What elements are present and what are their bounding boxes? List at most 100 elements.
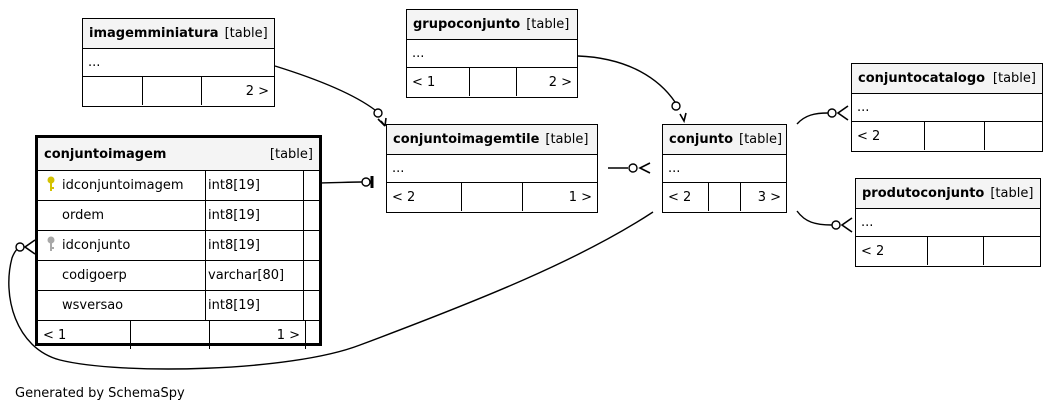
table-footer: < 2 1 > [387,183,597,211]
table-header: conjunto [table] [663,125,786,155]
table-header: conjuntoimagem [table] [38,138,319,171]
table-conjunto[interactable]: conjunto [table] ... < 2 3 > [662,124,787,213]
table-imagemminiatura[interactable]: imagemminiatura [table] ... 2 > [82,18,275,107]
column-type: int8[19] [206,171,304,200]
footer-middle [143,77,202,105]
table-type: [table] [545,132,589,147]
column-name: ordem [62,208,104,223]
column-spacer [304,291,319,320]
footer-children[interactable] [984,237,1040,265]
footer-parents[interactable]: < 2 [663,183,709,211]
table-footer: < 1 2 > [407,68,577,96]
table-produtoconjunto[interactable]: produtoconjunto [table] ... < 2 [855,178,1041,267]
table-type: [table] [992,71,1036,86]
table-name: grupoconjunto [413,17,521,32]
footer-parents[interactable]: < 1 [38,321,131,349]
footer-middle [470,68,517,96]
crowfoot-arrow [679,112,687,124]
table-conjuntocatalogo[interactable]: conjuntocatalogo [table] ... < 2 [851,63,1043,152]
crowfoot-arrow [638,162,651,174]
column-type: varchar[80] [206,261,304,290]
table-name: conjuntocatalogo [858,71,986,86]
column-row[interactable]: ordem int8[19] [38,201,319,231]
table-conjuntoimagemtile[interactable]: conjuntoimagemtile [table] ... < 2 1 > [386,124,598,213]
table-footer: < 2 [856,237,1040,265]
footer-parents[interactable]: < 2 [856,237,928,265]
table-header: conjuntoimagemtile [table] [387,125,597,155]
footer-parents[interactable]: < 2 [387,183,462,211]
column-type: int8[19] [206,291,304,320]
crowfoot-circle [361,177,371,187]
column-name: codigoerp [62,268,127,283]
table-type: [table] [739,132,783,147]
columns-collapsed: ... [407,40,577,68]
table-footer: < 1 1 > [38,321,319,349]
edge-imagemminiatura-conjuntoimagemtile [274,65,376,111]
column-name: idconjuntoimagem [62,178,184,193]
crowfoot-circle [373,108,383,118]
crowfoot-arrow [836,105,849,121]
footer-middle [925,122,985,150]
crowfoot-circle [628,163,638,173]
crowfoot-circle [827,108,837,118]
table-conjuntoimagem[interactable]: conjuntoimagem [table] idconjuntoimagem … [35,135,322,349]
table-name: imagemminiatura [89,26,219,41]
footer-children[interactable]: 1 > [568,189,592,205]
column-row[interactable]: codigoerp varchar[80] [38,261,319,291]
crowfoot-circle [671,101,681,111]
column-name: idconjunto [62,238,131,253]
crowfoot-circle [15,242,25,252]
table-name: produtoconjunto [862,186,985,201]
footer-parents[interactable] [83,77,143,105]
crowfoot-circle [831,220,841,230]
table-footer: 2 > [83,77,274,105]
table-header: conjuntocatalogo [table] [852,64,1042,94]
columns-collapsed: ... [856,209,1040,237]
column-type: int8[19] [206,231,304,260]
edge-grupoconjunto-conjunto [577,55,676,103]
column-row[interactable]: wsversao int8[19] [38,291,319,320]
table-header: produtoconjunto [table] [856,179,1040,209]
footer-middle [462,183,523,211]
column-spacer [304,261,319,290]
table-type: [table] [990,186,1034,201]
columns-collapsed: ... [387,155,597,183]
footer-children[interactable]: 2 > [245,83,269,99]
footer-middle [928,237,984,265]
footer-children[interactable]: 2 > [548,74,572,90]
footer-children[interactable] [985,122,1042,150]
table-header: imagemminiatura [table] [83,19,274,49]
footer-middle [709,183,741,211]
column-list: idconjuntoimagem int8[19] ordem int8[19]… [38,171,319,321]
table-footer: < 2 3 > [663,183,786,211]
table-name: conjunto [669,132,734,147]
column-row[interactable]: idconjuntoimagem int8[19] [38,171,319,201]
footer-parents[interactable]: < 2 [852,122,925,150]
column-spacer [304,201,319,230]
column-name: wsversao [62,298,124,313]
table-grupoconjunto[interactable]: grupoconjunto [table] ... < 1 2 > [406,9,578,98]
generated-by-label: Generated by SchemaSpy [15,386,185,401]
footer-children[interactable]: 3 > [757,189,781,205]
table-type: [table] [526,17,570,32]
crowfoot-arrow [840,217,853,233]
table-name: conjuntoimagemtile [393,132,540,147]
column-spacer [304,231,319,260]
table-type: [table] [269,146,313,162]
table-name: conjuntoimagem [44,146,167,162]
table-type: [table] [224,26,268,41]
edge-conjunto-produtoconjunto [796,210,833,226]
table-header: grupoconjunto [table] [407,10,577,40]
primary-key-icon [44,176,58,196]
edge-conjunto-conjuntocatalogo [796,112,829,125]
footer-parents[interactable]: < 1 [407,68,470,96]
edge-conjunto-conjuntoimagem [8,211,654,370]
footer-middle [131,321,210,349]
foreign-key-icon [44,236,58,256]
column-row[interactable]: idconjunto int8[19] [38,231,319,261]
footer-spacer [306,321,319,349]
columns-collapsed: ... [83,49,274,77]
footer-children[interactable]: 1 > [210,321,306,349]
crowfoot-arrow [377,117,387,127]
